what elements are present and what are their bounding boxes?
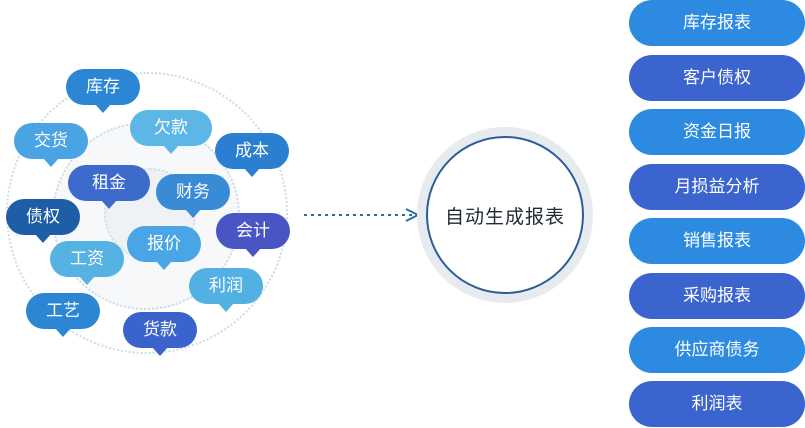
report-profit-statement[interactable]: 利润表	[629, 381, 805, 427]
tag-delivery: 交货	[14, 123, 88, 167]
tag-craft: 工艺	[26, 293, 100, 337]
tag-payment: 货款	[123, 312, 197, 356]
tag-creditor-rights: 债权	[6, 199, 80, 243]
tag-quotation: 报价	[127, 226, 201, 270]
tag-accounting: 会计	[216, 213, 290, 257]
tag-profit: 利润	[189, 268, 263, 312]
report-purchasing[interactable]: 采购报表	[629, 273, 805, 319]
report-inventory[interactable]: 库存报表	[629, 0, 805, 46]
tag-rent: 租金	[68, 165, 150, 209]
tag-wages: 工资	[50, 241, 124, 285]
report-sales[interactable]: 销售报表	[629, 218, 805, 264]
tag-inventory: 库存	[66, 69, 140, 113]
tag-cost: 成本	[215, 133, 289, 177]
report-customer-credit[interactable]: 客户债权	[629, 55, 805, 101]
auto-report-circle: 自动生成报表	[426, 136, 584, 294]
flow-arrow	[304, 208, 430, 222]
report-daily-funds[interactable]: 资金日报	[629, 109, 805, 155]
report-supplier-debt[interactable]: 供应商债务	[629, 327, 805, 373]
center-label: 自动生成报表	[444, 205, 565, 228]
tag-arrears: 欠款	[130, 110, 212, 154]
tag-finance: 财务	[156, 174, 230, 218]
arrow-head-icon	[405, 208, 421, 222]
report-monthly-pl[interactable]: 月损益分析	[629, 164, 805, 210]
